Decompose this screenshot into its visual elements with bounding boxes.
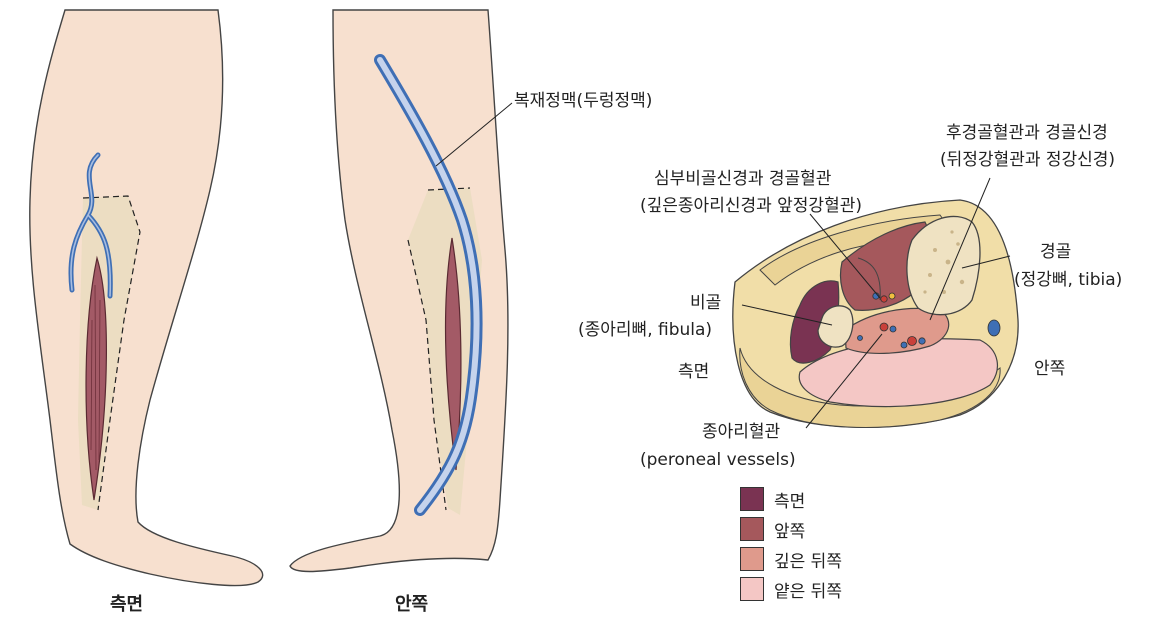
- legend-swatch: [740, 547, 764, 571]
- saphenous-vein-lumen: [377, 57, 480, 513]
- cross-section-fat-lower: [739, 347, 1001, 428]
- peroneal-vessels-leader: [805, 333, 883, 429]
- deep-peroneal-alt-label: (깊은종아리신경과 앞정강혈관): [640, 196, 862, 216]
- tibia-bone: [906, 215, 981, 316]
- cross-section: [732, 199, 1019, 429]
- tibia-spongy-dots: [923, 230, 965, 294]
- fibula-label: 비골: [690, 293, 722, 313]
- legend-swatch: [740, 577, 764, 601]
- medial-side-label: 안쪽: [1034, 359, 1066, 379]
- legend-label: 깊은 뒤쪽: [774, 551, 842, 572]
- legend-label: 측면: [774, 491, 806, 512]
- lateral-vein-highlight: [70, 154, 112, 297]
- legend-swatch: [740, 487, 764, 511]
- posterior-tibial-label: 후경골혈관과 경골신경: [946, 123, 1108, 143]
- deep-peroneal-leader: [809, 213, 881, 299]
- fibula-alt-label: (종아리뼈, fibula): [578, 320, 713, 340]
- lateral-leg-outline: [29, 9, 264, 587]
- cross-section-leaders: [741, 177, 1011, 429]
- peroneal-vessels-label: 종아리혈관: [702, 422, 781, 442]
- lateral-leg: [29, 9, 264, 587]
- medial-incision: [444, 237, 462, 471]
- tibia-leader: [961, 255, 1011, 269]
- lateral-side-label: 측면: [678, 362, 710, 382]
- tibia-alt-label: (정강뼈, tibia): [1014, 270, 1123, 290]
- legend-item-superficial-posterior: 얕은 뒤쪽: [740, 574, 842, 604]
- posterior-tibial-alt-label: (뒤정강혈관과 정강신경): [940, 150, 1116, 170]
- peroneal-vessels-alt-label: (peroneal vessels): [640, 450, 796, 470]
- legend-item-anterior: 앞쪽: [740, 514, 842, 544]
- anterior-inner-line: [857, 257, 881, 301]
- tibia-label: 경골: [1040, 242, 1072, 262]
- fibula-leader: [741, 304, 833, 326]
- saphenous-vein-label: 복재정맥(두렁정맥): [514, 91, 653, 111]
- legend-label: 앞쪽: [774, 521, 806, 542]
- legend: 측면 앞쪽 깊은 뒤쪽 얕은 뒤쪽: [740, 484, 842, 604]
- posterior-tibial-leader: [929, 177, 991, 321]
- lateral-leg-caption: 측면: [110, 594, 144, 615]
- deep-peroneal-label: 심부비골신경과 경골혈관: [654, 169, 832, 189]
- lateral-muscle-fibers: [90, 284, 101, 471]
- legend-label: 얕은 뒤쪽: [774, 581, 842, 602]
- legend-item-lateral: 측면: [740, 484, 842, 514]
- fibula-bone: [817, 305, 854, 348]
- legend-item-deep-posterior: 깊은 뒤쪽: [740, 544, 842, 574]
- medial-leg: [289, 9, 509, 573]
- medial-leg-caption: 안쪽: [395, 594, 429, 615]
- legend-swatch: [740, 517, 764, 541]
- saphenous-leader: [435, 102, 513, 167]
